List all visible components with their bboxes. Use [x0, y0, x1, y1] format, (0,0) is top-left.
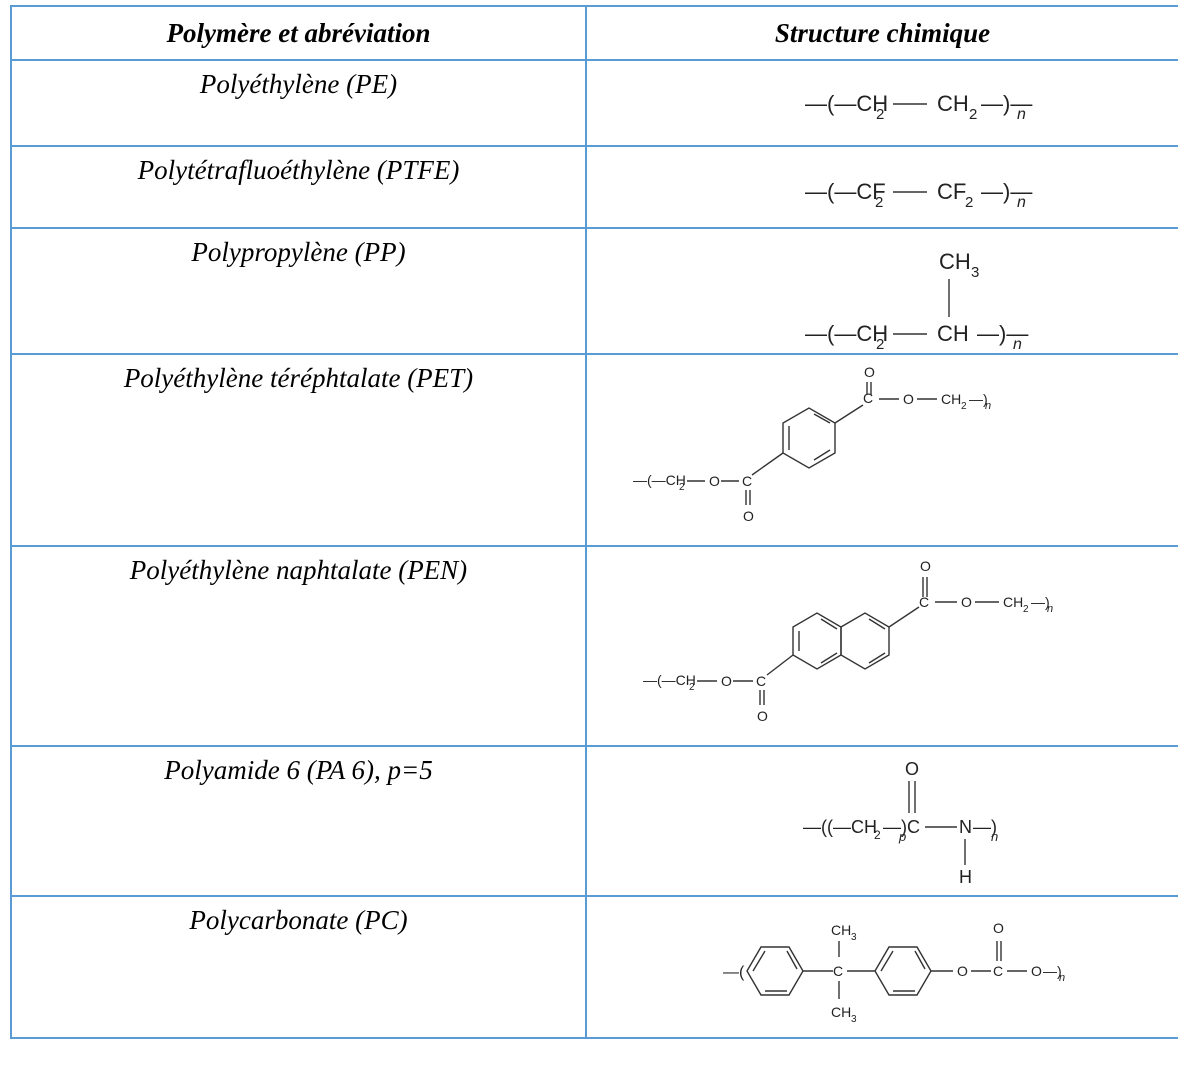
svg-text:—): —) — [1031, 594, 1050, 610]
svg-text:—(—CH: —(—CH — [643, 672, 696, 688]
svg-text:C: C — [907, 817, 920, 837]
svg-text:O: O — [961, 594, 972, 610]
svg-text:—)—: —)— — [977, 321, 1028, 346]
table-row: Polycarbonate (PC) —( C CH 3 CH 3 — [10, 895, 1178, 1039]
svg-text:2: 2 — [874, 828, 881, 842]
pa6-structure-icon: O —((—CH 2 —) p C N —) n H — [803, 759, 998, 887]
svg-text:C: C — [742, 473, 752, 489]
svg-text:CH: CH — [941, 391, 961, 407]
svg-text:CH: CH — [1003, 594, 1023, 610]
polymer-name: Polypropylène (PP) — [10, 227, 587, 355]
svg-text:C: C — [993, 963, 1003, 979]
ptfe-structure-icon: —(—CF 2 CF 2 —)— n — [805, 179, 1032, 211]
svg-text:C: C — [833, 963, 843, 979]
svg-text:—): —) — [883, 817, 907, 837]
svg-text:—((—CH: —((—CH — [803, 817, 877, 837]
svg-text:CH: CH — [831, 922, 851, 938]
table-row: Polyéthylène téréphtalate (PET) —(—CH 2 … — [10, 353, 1178, 547]
table-row: Polyéthylène (PE) —(—CH 2 CH 2 —)— n — [10, 59, 1178, 147]
svg-text:n: n — [985, 400, 991, 412]
svg-text:O: O — [903, 391, 914, 407]
svg-text:—): —) — [973, 817, 997, 837]
svg-text:H: H — [959, 867, 972, 887]
polymer-name: Polyéthylène naphtalate (PEN) — [10, 545, 587, 747]
svg-text:3: 3 — [851, 932, 857, 943]
svg-text:O: O — [920, 558, 931, 574]
polymer-name: Polyéthylène téréphtalate (PET) — [10, 353, 587, 547]
svg-text:—): —) — [1043, 963, 1062, 979]
svg-text:2: 2 — [679, 482, 685, 493]
svg-text:—(—CH: —(—CH — [633, 472, 686, 488]
svg-text:—)—: —)— — [981, 179, 1032, 204]
svg-text:CH: CH — [831, 1004, 851, 1020]
header-polymer: Polymère et abréviation — [10, 5, 587, 61]
svg-text:—(—CH: —(—CH — [805, 321, 888, 346]
svg-text:O: O — [957, 963, 968, 979]
svg-text:O: O — [864, 364, 875, 380]
svg-text:O: O — [743, 508, 754, 524]
svg-text:O: O — [1031, 963, 1042, 979]
svg-text:—(—CF: —(—CF — [805, 179, 886, 204]
svg-text:n: n — [1047, 603, 1053, 615]
svg-text:—(: —( — [723, 964, 745, 981]
svg-text:2: 2 — [689, 682, 695, 693]
svg-text:2: 2 — [876, 336, 884, 353]
svg-text:n: n — [1059, 972, 1065, 984]
svg-text:N: N — [959, 817, 972, 837]
table-row: Polyamide 6 (PA 6), p=5 O —((—CH 2 —) p … — [10, 745, 1178, 897]
svg-text:2: 2 — [969, 106, 977, 123]
header-structure: Structure chimique — [585, 5, 1178, 61]
table-row: Polyéthylène naphtalate (PEN) —(—CH 2 O … — [10, 545, 1178, 747]
pc-structure-icon: —( C CH 3 CH 3 O — [723, 920, 1065, 1025]
svg-text:p: p — [898, 829, 906, 844]
header-row: Polymère et abréviation Structure chimiq… — [10, 5, 1178, 61]
svg-text:CH: CH — [939, 249, 971, 274]
svg-text:O: O — [993, 920, 1004, 936]
polymer-name: Polyamide 6 (PA 6), p=5 — [10, 745, 587, 897]
svg-text:O: O — [721, 673, 732, 689]
svg-text:n: n — [1013, 336, 1022, 353]
svg-text:2: 2 — [875, 194, 883, 211]
polymer-name: Polyéthylène (PE) — [10, 59, 587, 147]
svg-text:CH: CH — [937, 91, 969, 116]
svg-text:2: 2 — [1023, 604, 1029, 615]
svg-text:2: 2 — [961, 401, 967, 412]
svg-text:—): —) — [969, 391, 988, 407]
svg-text:O: O — [757, 708, 768, 724]
svg-text:C: C — [863, 390, 873, 406]
svg-text:CF: CF — [937, 179, 966, 204]
polymer-table: Polymère et abréviation Structure chimiq… — [10, 5, 1178, 1039]
table-row: Polypropylène (PP) CH 3 —(—CH 2 CH —)— n — [10, 227, 1178, 355]
pe-structure-icon: —(—CH 2 CH 2 —)— n — [805, 91, 1032, 123]
pp-structure-icon: CH 3 —(—CH 2 CH —)— n — [805, 249, 1028, 353]
svg-text:C: C — [756, 673, 766, 689]
svg-text:O: O — [905, 759, 919, 779]
svg-text:2: 2 — [876, 106, 884, 123]
polymer-name: Polytétrafluoéthylène (PTFE) — [10, 145, 587, 229]
polymer-name: Polycarbonate (PC) — [10, 895, 587, 1039]
svg-text:3: 3 — [851, 1014, 857, 1025]
svg-text:n: n — [1017, 194, 1026, 211]
svg-text:n: n — [1017, 106, 1026, 123]
svg-text:n: n — [991, 829, 998, 844]
table-row: Polytétrafluoéthylène (PTFE) —(—CF 2 CF … — [10, 145, 1178, 229]
svg-text:2: 2 — [965, 194, 973, 211]
pen-structure-icon: —(—CH 2 O C O C — [643, 558, 1053, 724]
pet-structure-icon: —(—CH 2 O C O C O — [633, 364, 991, 524]
svg-text:C: C — [919, 594, 929, 610]
svg-text:3: 3 — [971, 264, 979, 281]
svg-text:O: O — [709, 473, 720, 489]
svg-text:—)—: —)— — [981, 91, 1032, 116]
svg-text:CH: CH — [937, 321, 969, 346]
svg-text:—(—CH: —(—CH — [805, 91, 888, 116]
